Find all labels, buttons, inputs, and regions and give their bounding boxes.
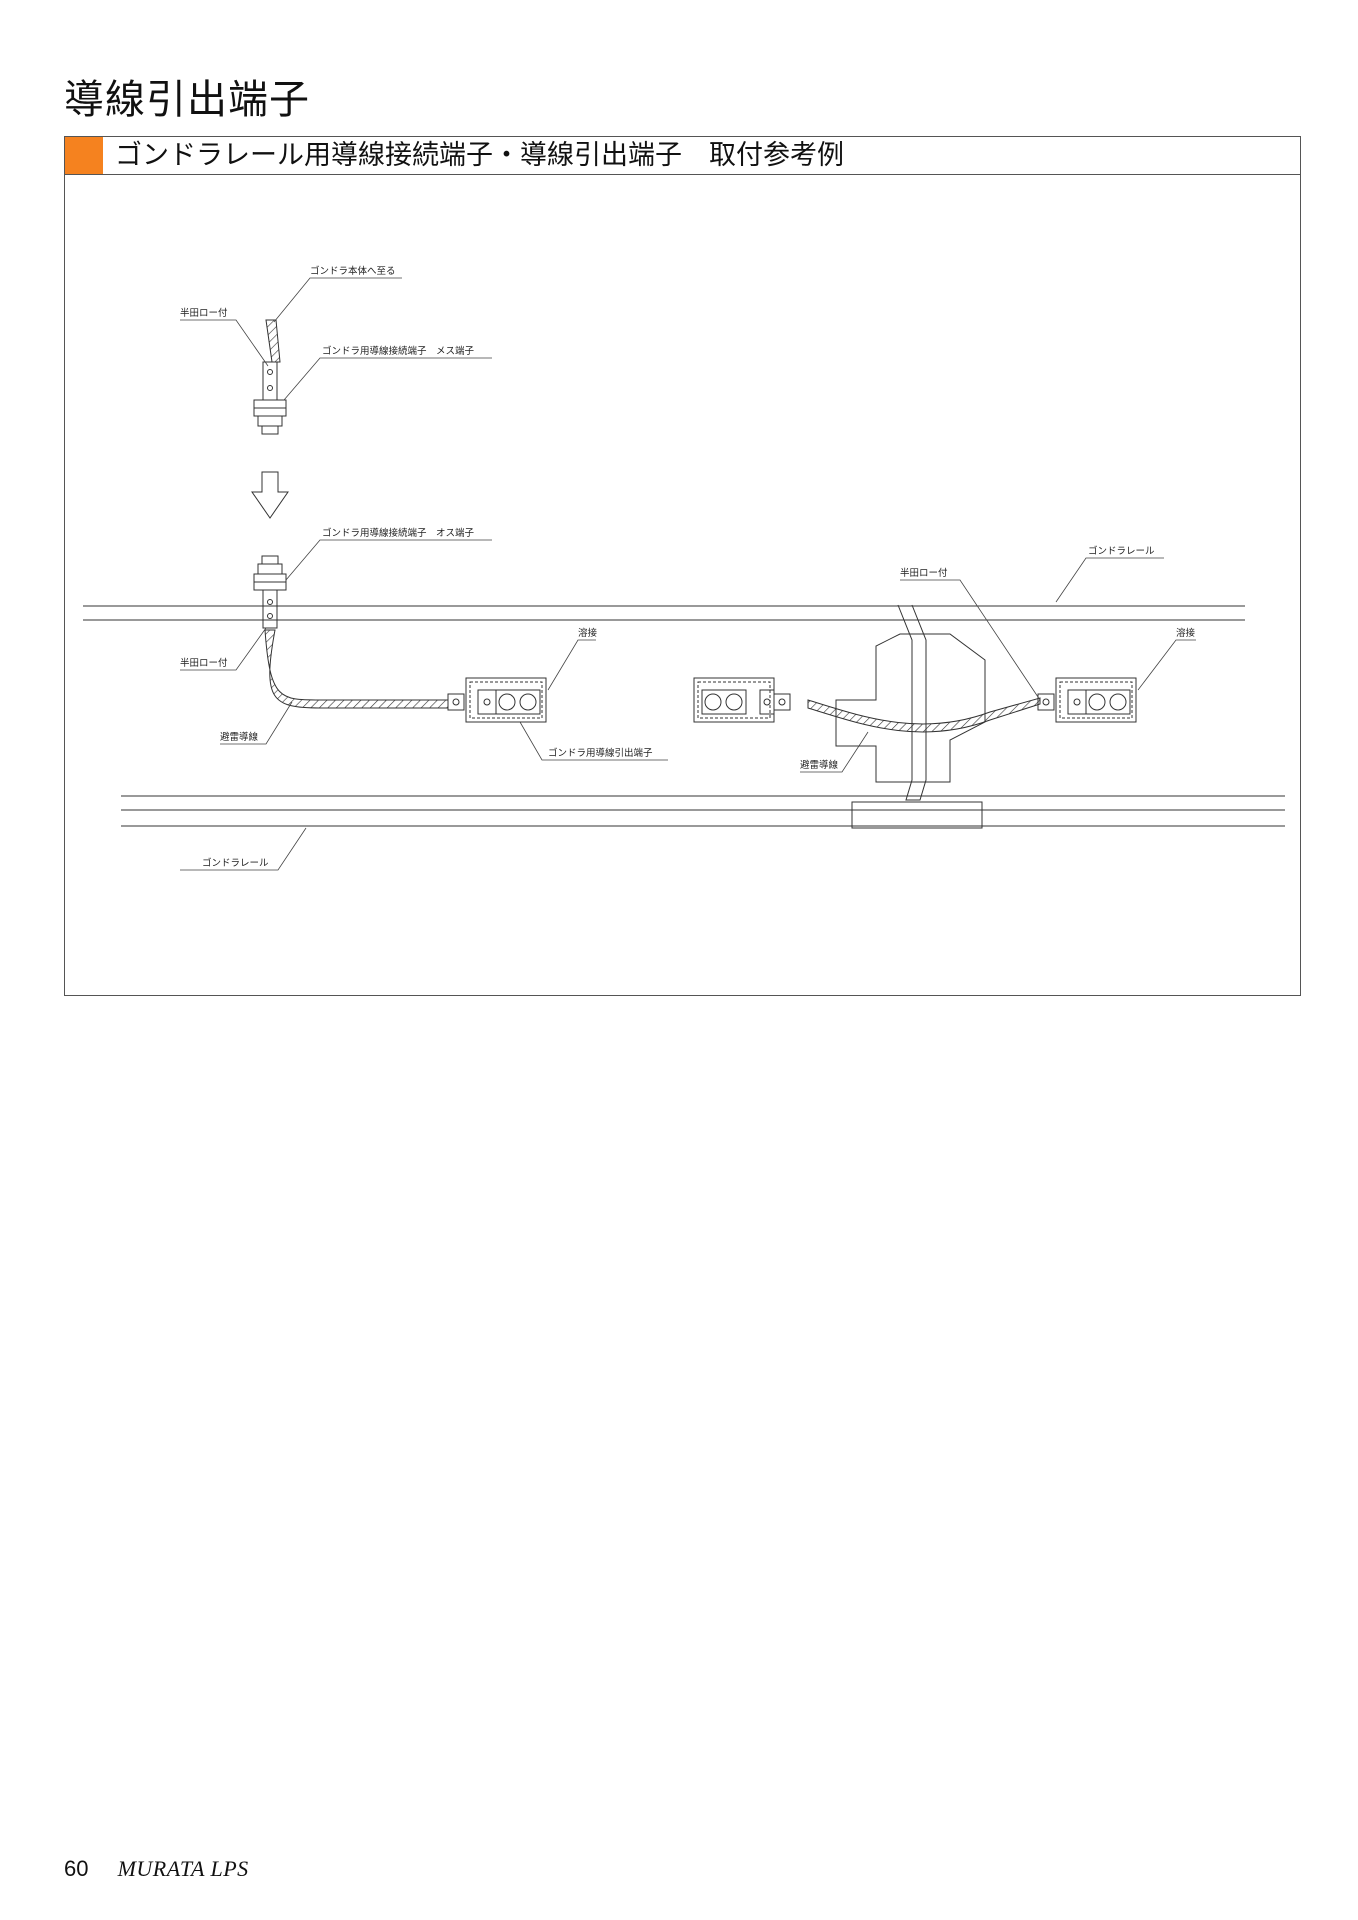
label-to-gondola: ゴンドラ本体へ至る [310, 265, 396, 277]
lower-rail [121, 795, 1285, 827]
label-weld-left: 溶接 [578, 627, 598, 639]
page-title: 導線引出端子 [64, 77, 310, 123]
label-lightning-wire-right: 避雷導線 [800, 759, 839, 771]
rail-joint-right [835, 604, 986, 829]
lightning-wire-left [264, 629, 449, 709]
female-terminal-assembly [253, 319, 287, 435]
installation-diagram: ゴンドラ本体へ至る 半田ロー付 ゴンドラ用導線接続端子 メス端子 ゴンドラ用導線… [83, 265, 1285, 871]
lightning-wire-right [807, 697, 1041, 733]
page-number: 60 [64, 1856, 89, 1881]
label-weld-right: 溶接 [1176, 627, 1196, 639]
label-rail-bottom: ゴンドラレール [202, 857, 269, 869]
section-header: ゴンドラレール用導線接続端子・導線引出端子 取付参考例 [65, 137, 1300, 175]
male-terminal-assembly [253, 555, 287, 629]
leader-lines [180, 277, 1196, 871]
brand-name: MURATA LPS [117, 1856, 249, 1881]
section-title: ゴンドラレール用導線接続端子・導線引出端子 取付参考例 [115, 140, 844, 171]
down-arrow-icon [251, 471, 289, 519]
label-solder-right: 半田ロー付 [900, 567, 948, 579]
label-female-terminal: ゴンドラ用導線接続端子 メス端子 [322, 345, 475, 357]
lead-terminal-right [1037, 677, 1137, 723]
label-rail-top: ゴンドラレール [1088, 545, 1155, 557]
lead-terminal-mid [693, 677, 791, 723]
lead-terminal-left [447, 677, 547, 723]
section-marker [65, 137, 103, 174]
label-male-terminal: ゴンドラ用導線接続端子 オス端子 [322, 527, 475, 539]
footer: 60 MURATA LPS [64, 1856, 249, 1886]
diagram-panel: ゴンドラレール用導線接続端子・導線引出端子 取付参考例 [64, 136, 1301, 996]
label-lightning-wire-left: 避雷導線 [220, 731, 259, 743]
label-solder-top: 半田ロー付 [180, 307, 228, 319]
label-lead-terminal: ゴンドラ用導線引出端子 [548, 747, 653, 759]
upper-rail [83, 605, 1245, 621]
label-solder-left: 半田ロー付 [180, 657, 228, 669]
